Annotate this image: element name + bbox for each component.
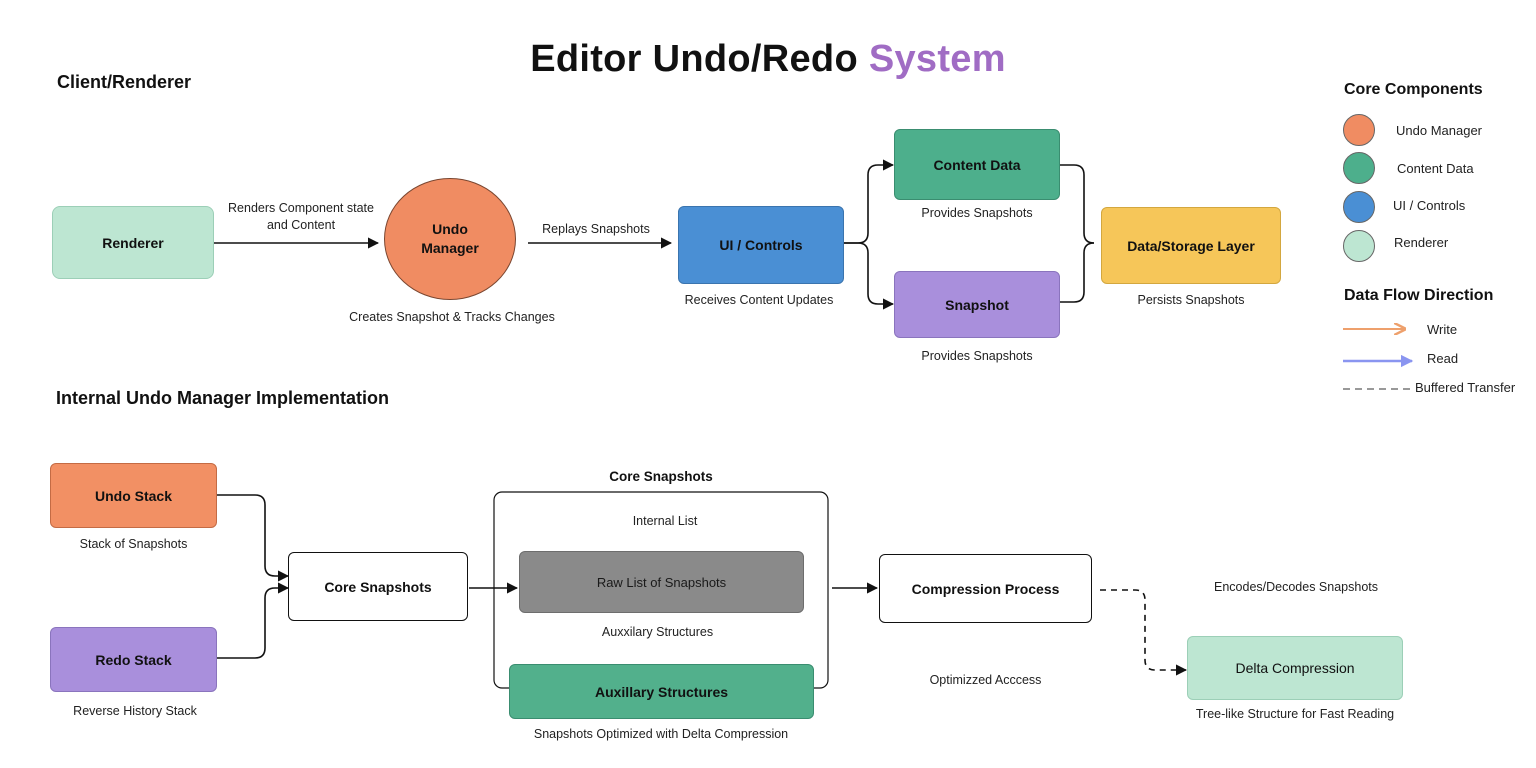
encodes-decodes-label: Encodes/Decodes Snapshots (1214, 580, 1378, 594)
internal-list-label: Internal List (632, 514, 698, 528)
legend-buffered-label: Buffered Transfer (1415, 380, 1516, 395)
ui-to-content-arrow (844, 159, 895, 244)
undo-manager-node[interactable]: Undo Manager (384, 178, 516, 300)
section-internal-implementation: Internal Undo Manager Implementation (56, 388, 390, 408)
legend-ui-controls-label: UI / Controls (1393, 198, 1466, 213)
optimized-delta-label: Snapshots Optimized with Delta Compressi… (533, 727, 789, 741)
receives-content-label: Receives Content Updates (684, 293, 834, 307)
legend-components-title: Core Components (1344, 81, 1483, 98)
snapshot-node[interactable]: Snapshot (894, 271, 1060, 338)
legend-ui-controls-swatch (1343, 191, 1375, 223)
content-data-node[interactable]: Content Data (894, 129, 1060, 200)
title-accent: System (868, 38, 1006, 80)
undo-stack-to-core-arrow (217, 494, 290, 582)
legend-write-label: Write (1427, 322, 1458, 337)
page-title: Editor Undo/Redo System (0, 38, 1536, 81)
content-to-storage-brace (1059, 164, 1095, 244)
compression-to-delta-dashed-arrow (1100, 589, 1188, 676)
ui-controls-node[interactable]: UI / Controls (678, 206, 844, 284)
delta-compression-node[interactable]: Delta Compression (1187, 636, 1403, 700)
auxiliary-structures-node[interactable]: Auxillary Structures (509, 664, 814, 719)
legend-undo-manager-swatch (1343, 114, 1375, 146)
legend-content-data-label: Content Data (1397, 161, 1474, 176)
core-snapshots-node[interactable]: Core Snapshots (288, 552, 468, 621)
content-provides-label: Provides Snapshots (921, 206, 1033, 220)
optimized-access-label: Optimizzed Acccess (929, 673, 1042, 687)
legend-renderer-swatch (1343, 230, 1375, 262)
legend-read-label: Read (1427, 351, 1459, 366)
redo-stack-node[interactable]: Redo Stack (50, 627, 217, 692)
redo-stack-to-core-arrow (217, 582, 290, 659)
reverse-history-label: Reverse History Stack (73, 704, 197, 718)
raw-list-node[interactable]: Raw List of Snapshots (519, 551, 804, 613)
renderer-node[interactable]: Renderer (52, 206, 214, 279)
snapshot-to-storage-brace (1059, 242, 1095, 303)
renders-component-label: Renders Component state and Content (228, 201, 374, 232)
creates-snapshot-label: Creates Snapshot & Tracks Changes (349, 310, 555, 324)
legend-flow-title: Data Flow Direction (1344, 287, 1494, 304)
title-main: Editor Undo/Redo (530, 38, 858, 80)
core-group-title: Core Snapshots (609, 469, 713, 484)
snapshot-provides-label: Provides Snapshots (921, 349, 1033, 363)
ui-to-snapshot-arrow (844, 242, 895, 310)
persists-label: Persists Snapshots (1137, 293, 1245, 307)
stack-of-snapshots-label: Stack of Snapshots (79, 537, 188, 551)
legend-content-data-swatch (1343, 152, 1375, 184)
compression-process-node[interactable]: Compression Process (879, 554, 1092, 623)
tree-like-label: Tree-like Structure for Fast Reading (1195, 707, 1395, 721)
section-client-renderer: Client/Renderer (57, 72, 192, 92)
data-storage-node[interactable]: Data/Storage Layer (1101, 207, 1281, 284)
auxxilary-structures-label: Auxxilary Structures (601, 625, 714, 639)
legend-renderer-label: Renderer (1394, 235, 1449, 250)
undo-stack-node[interactable]: Undo Stack (50, 463, 217, 528)
legend-undo-manager-label: Undo Manager (1396, 123, 1482, 138)
replays-snapshots-label: Replays Snapshots (542, 222, 650, 236)
